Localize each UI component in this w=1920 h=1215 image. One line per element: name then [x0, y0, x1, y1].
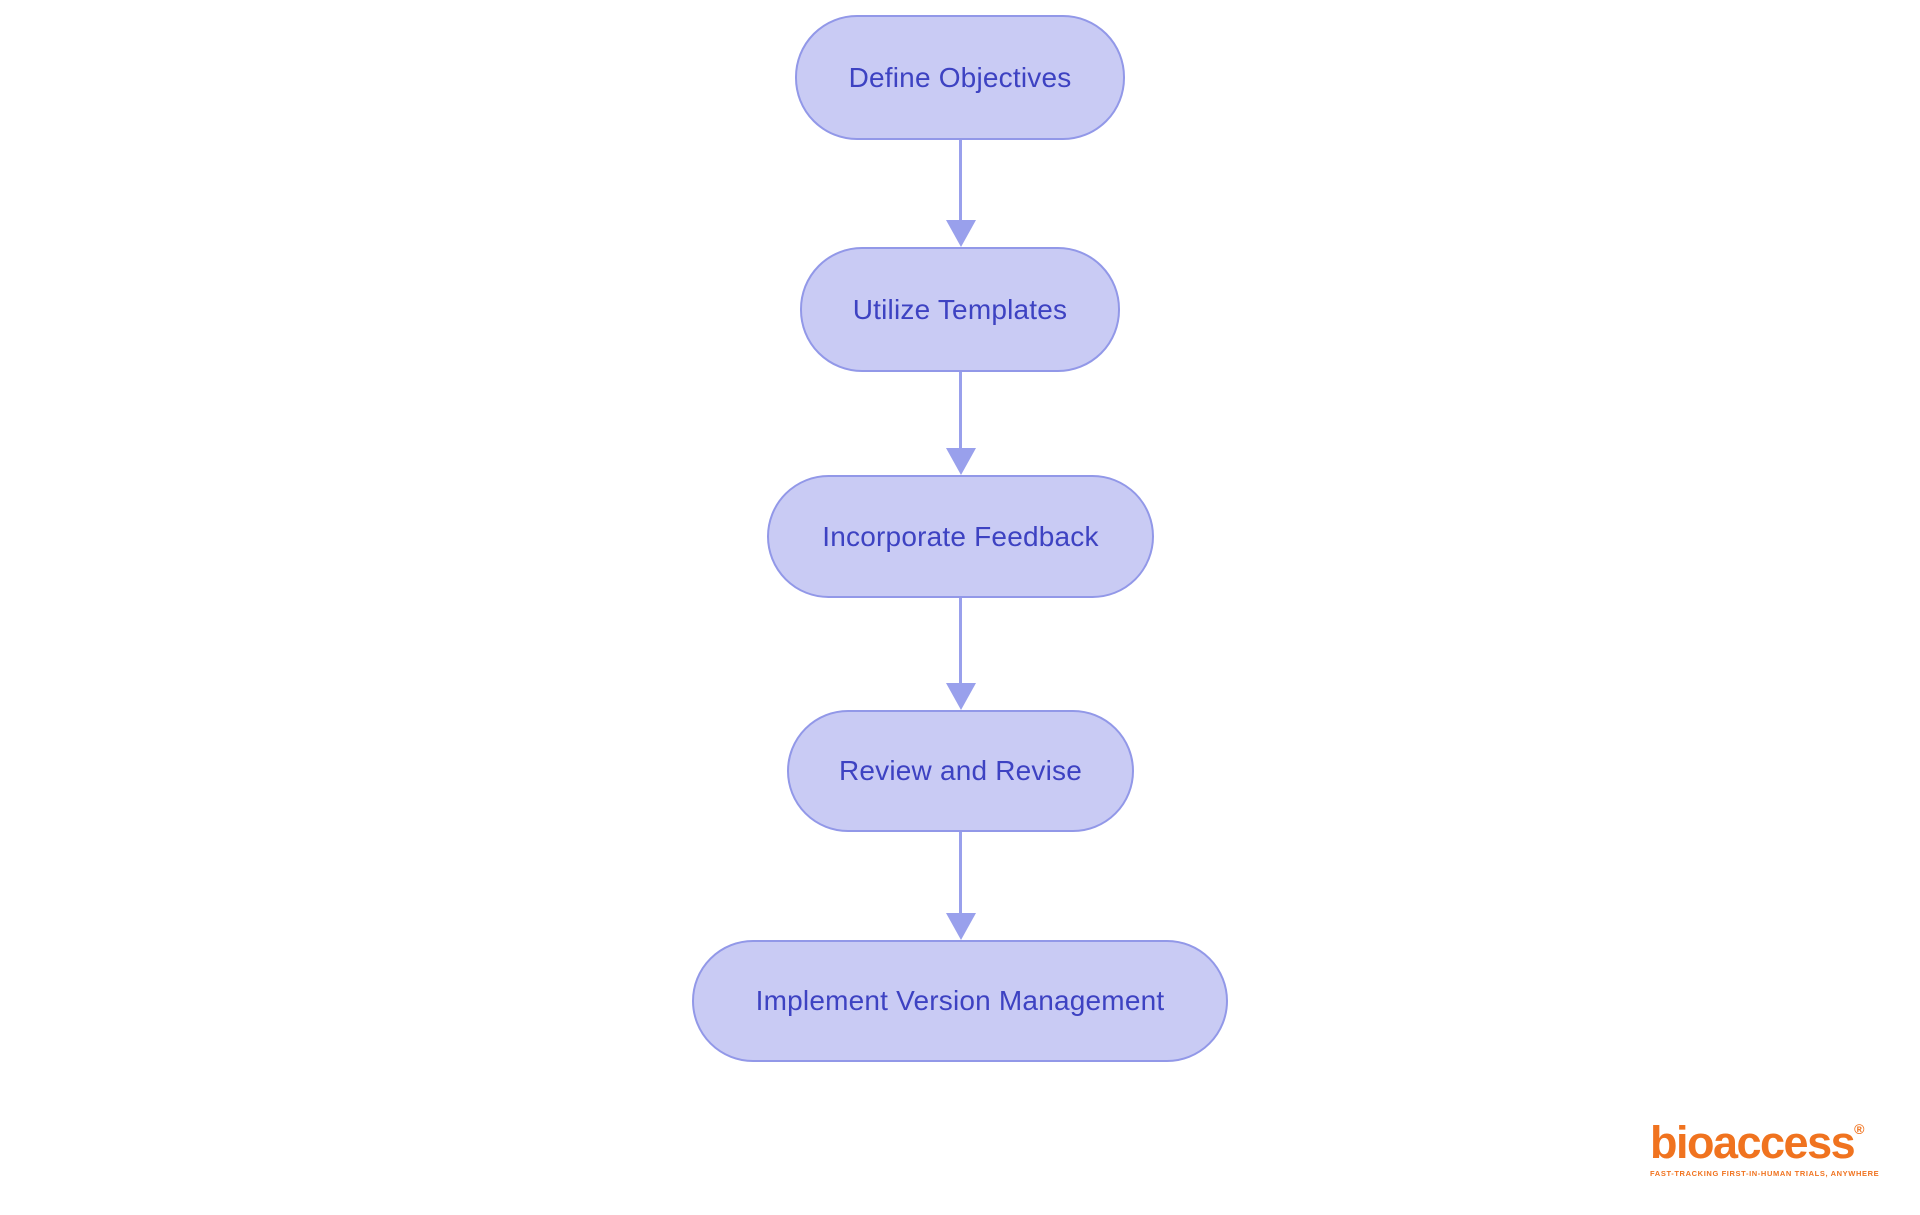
flow-arrow-4 — [945, 832, 976, 940]
bioaccess-logo-tagline: FAST-TRACKING FIRST-IN-HUMAN TRIALS, ANY… — [1650, 1169, 1880, 1178]
flow-arrow-1 — [945, 140, 976, 247]
flow-node-utilize-templates: Utilize Templates — [800, 247, 1120, 372]
flow-arrow-2 — [945, 372, 976, 475]
bioaccess-logo: bioaccess® FAST-TRACKING FIRST-IN-HUMAN … — [1650, 1120, 1880, 1178]
registered-trademark-symbol: ® — [1854, 1121, 1865, 1137]
flow-node-review-and-revise: Review and Revise — [787, 710, 1134, 832]
flow-node-incorporate-feedback: Incorporate Feedback — [767, 475, 1154, 598]
flow-arrow-3 — [945, 598, 976, 710]
flow-node-implement-version-management: Implement Version Management — [692, 940, 1228, 1062]
flow-node-define-objectives: Define Objectives — [795, 15, 1125, 140]
bioaccess-logo-wordmark: bioaccess® — [1650, 1120, 1880, 1165]
bioaccess-logo-text: bioaccess — [1650, 1117, 1856, 1168]
